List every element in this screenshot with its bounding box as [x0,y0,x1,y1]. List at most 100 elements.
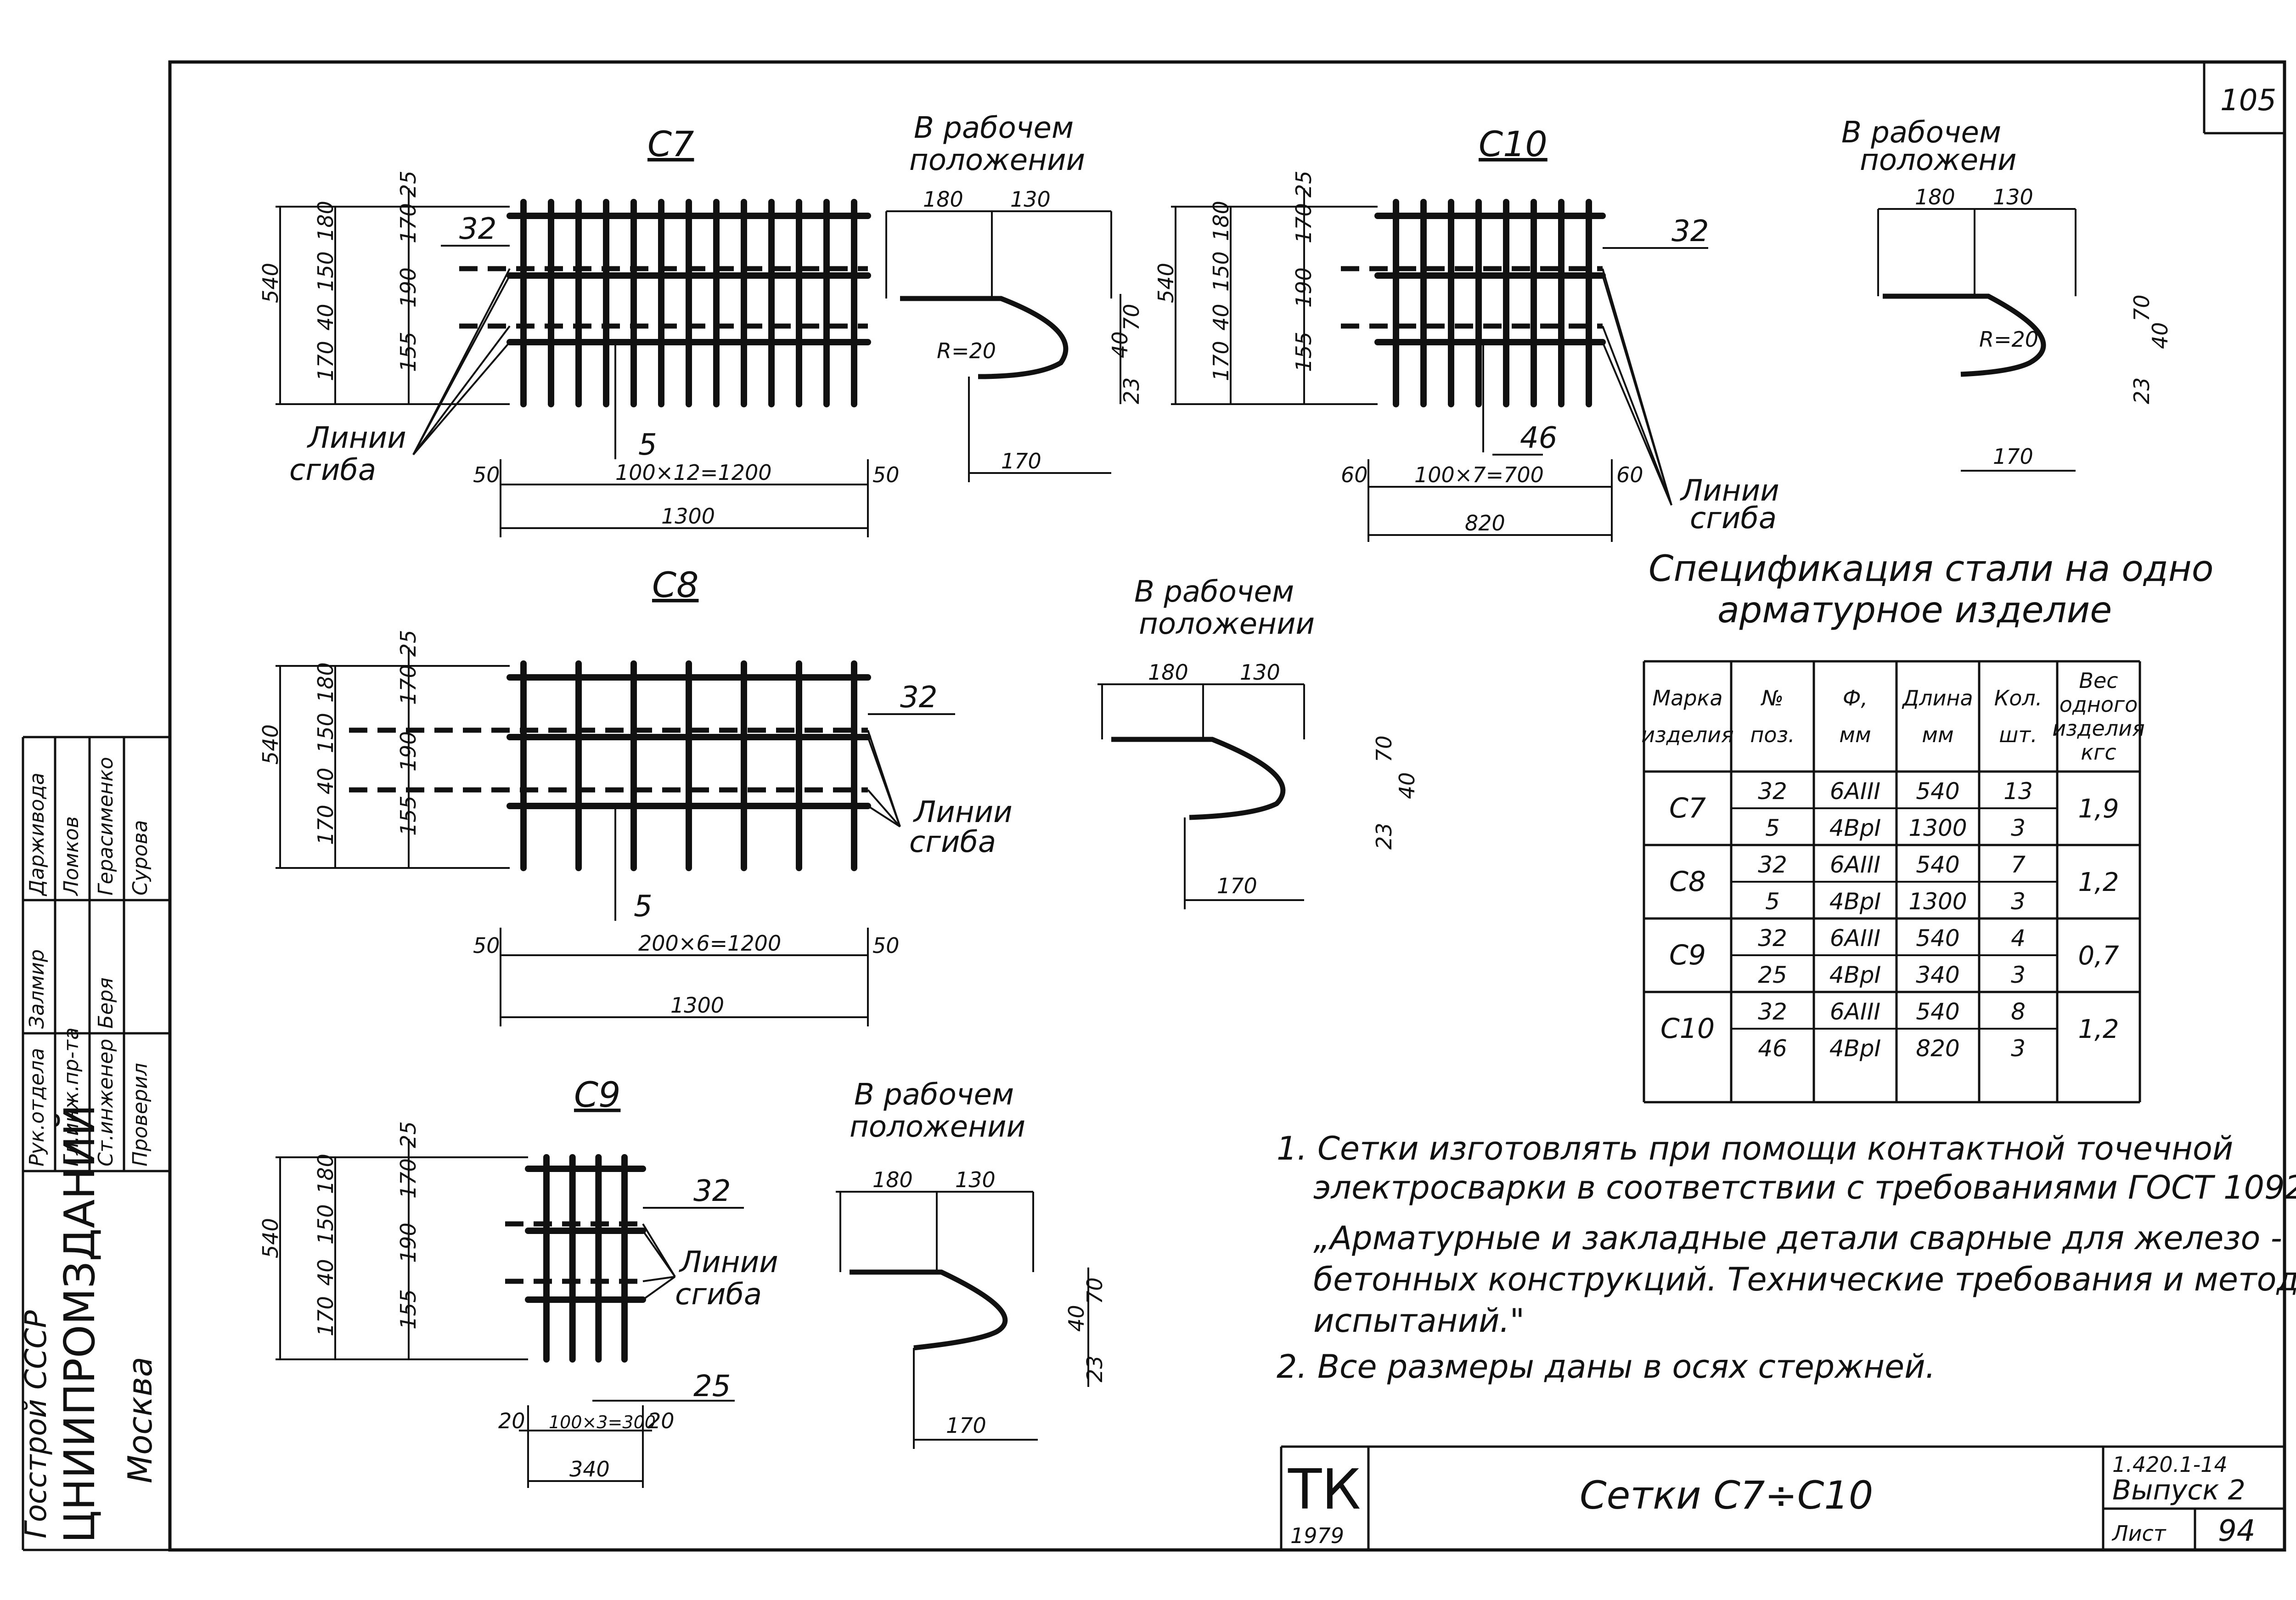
c9-p-40: 40 [1064,1305,1089,1332]
spec-cell-С10-1-2: 820 [1916,1035,1959,1062]
spec-cell-С7-0-0: 32 [1758,778,1787,805]
c8-i-155: 155 [396,795,421,836]
c7-spacing: 100×12=1200 [615,460,772,485]
c10-h-170: 170 [1209,341,1233,381]
stamp-cell-2-1: Беря [94,977,118,1029]
spec-cell-С10-0-1: 6АIII [1830,998,1880,1025]
tb-sheet-label: Лист [2111,1521,2167,1546]
mesh-mark-c10: С10 [1479,124,1548,164]
c10-h-150: 150 [1209,251,1233,292]
c10-edge-right: 60 [1616,462,1643,487]
c9-bend-label: Линии [679,1245,778,1279]
c9-h-180: 180 [313,1154,338,1194]
org-stamp: Госстрой СССР ЦНИИПРОМЗДАНИЙ Москва Рук.… [19,736,170,1551]
c9-p-70: 70 [1082,1277,1107,1304]
spec-table: Спецификация стали на одно арматурное из… [1641,548,2213,1104]
c7-p-40: 40 [1108,331,1132,358]
c10-working-label2: положени [1860,143,2017,177]
c10-p-180: 180 [1915,185,1955,209]
mesh-c10: С10 540 180 150 40 170 25 170 190 155 32… [1154,124,1779,542]
c9-edge-left: 20 [498,1408,525,1433]
spec-cell-С9-0-3: 4 [2011,925,2026,952]
spec-cell-С7-1-0: 5 [1765,815,1780,841]
spec-cell-С9-1-2: 340 [1916,962,1959,988]
stamp-cell-0-1: Залмир [25,949,49,1029]
c7-working-label2: положении [909,143,1085,177]
sheet-frame [168,60,2286,1552]
c8-h-total: 540 [258,724,283,765]
c8-p-23: 23 [1372,823,1396,850]
spec-cell-С9-0-1: 6АIII [1830,925,1880,952]
stamp-cell-0-2: Дарживода [25,772,49,896]
mesh-mark-c8: С8 [652,564,698,605]
tb-code-2: Выпуск 2 [2112,1474,2245,1506]
c8-working-label2: положении [1139,607,1315,641]
c8-bend-label2: сгиба [909,825,996,859]
org-line-3: Москва [121,1357,159,1483]
c7-h-150: 150 [313,251,338,292]
spec-cell-С7-1-3: 3 [2011,815,2026,841]
spec-cell-С10-1-0: 46 [1758,1035,1787,1062]
c10-h-180: 180 [1209,201,1233,241]
tb-tk: ТК [1288,1458,1361,1522]
c7-h-total: 540 [258,263,283,303]
spec-cell-С8-0-0: 32 [1758,851,1787,878]
spec-cell-С7-1-2: 1300 [1908,815,1967,841]
c9-i-190: 190 [396,1223,421,1263]
c8-bend-label: Линии [913,795,1013,829]
c7-p-130: 130 [1010,187,1051,212]
c8-edge-right: 50 [872,933,900,958]
c9-total: 340 [569,1457,610,1482]
spec-cell-С8-0-1: 6АIII [1830,851,1880,878]
c8-spacing: 200×6=1200 [638,931,781,956]
spec-header-3: Ф,мм [1839,686,1871,747]
org-line-1: Госстрой СССР [19,1310,53,1538]
spec-header-5: Кол.шт. [1994,686,2043,747]
c10-spacing: 100×7=700 [1414,462,1544,487]
c9-p-180: 180 [872,1167,913,1192]
page-number: 105 [2220,84,2276,118]
c10-working-label: В рабочем [1841,116,2001,150]
c10-i-155: 155 [1291,332,1316,372]
tb-sheet-number: 94 [2218,1514,2255,1548]
c9-p-130: 130 [955,1167,996,1192]
spec-weight-С10: 1,2 [2078,1014,2119,1044]
c7-i-190: 190 [396,267,421,308]
c9-p-23: 23 [1082,1355,1107,1382]
tb-title: Сетки С7÷С10 [1580,1473,1873,1518]
spec-cell-С8-1-1: 4ВрI [1829,888,1881,915]
c7-i-25: 25 [396,170,421,197]
c7-edge-right: 50 [872,462,900,487]
spec-weight-С7: 1,9 [2078,794,2119,824]
c9-rod-cross: 25 [693,1369,731,1403]
profile-c7: В рабочем положении 180 130 R=20 170 70 … [885,111,1144,482]
spec-cell-С7-0-1: 6АIII [1830,778,1880,805]
stamp-cell-2-2: Герасименко [94,757,118,896]
spec-cell-С7-1-1: 4ВрI [1829,815,1881,841]
spec-cell-С10-0-2: 540 [1916,998,1959,1025]
stamp-cell-0-0: Рук.отдела [25,1048,49,1166]
spec-cell-С9-1-0: 25 [1758,962,1787,988]
spec-cell-С10-1-1: 4ВрI [1829,1035,1881,1062]
c7-p-r: R=20 [937,338,996,363]
c9-rod-long: 32 [693,1174,731,1208]
spec-cell-С8-0-3: 7 [2011,851,2026,878]
note-line-6: 2. Все размеры даны в осях стержней. [1277,1348,1936,1386]
c10-bend-label: Линии [1680,474,1779,508]
c7-working-label: В рабочем [914,111,1074,145]
spec-cell-С9-0-2: 540 [1916,925,1959,952]
c7-h-170: 170 [313,341,338,381]
note-line-4: бетонных конструкций. Технические требов… [1313,1261,2296,1298]
c10-p-23: 23 [2129,377,2154,404]
profile-c8: В рабочем положении 180 130 170 70 40 23 [1097,575,1419,909]
c9-p-170: 170 [946,1413,986,1438]
c10-p-r: R=20 [1979,327,2038,352]
spec-title-2: арматурное изделие [1717,590,2112,631]
c7-h-180: 180 [313,201,338,241]
c8-i-190: 190 [396,731,421,772]
c7-p-23: 23 [1119,377,1144,404]
mesh-c8: С8 540 180 150 40 170 25 170 190 155 32 … [258,564,1013,1026]
